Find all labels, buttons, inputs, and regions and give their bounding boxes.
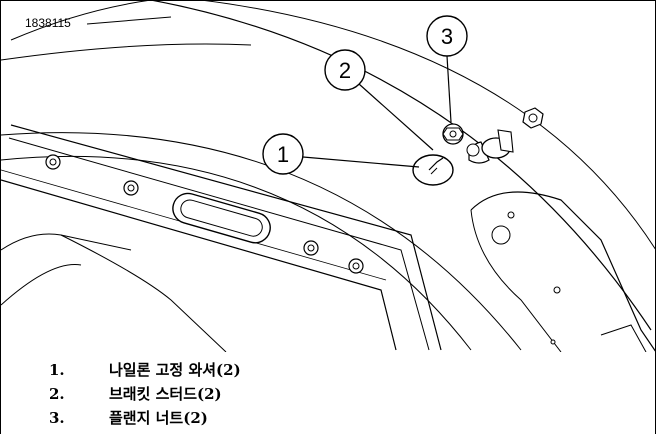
legend-item-text: 플랜지 너트(2) [109,409,208,427]
bracket-plate-edge [470,191,656,352]
legend-item-text: 브래킷 스터드(2) [109,385,222,403]
bracket-hole-small [550,339,556,345]
rail-hole [303,240,319,256]
legend-item-number: 2. [49,385,65,403]
lower-panel-edge-2 [60,234,227,352]
callout-2: 2 [324,49,434,151]
parts-legend: 1. 나일론 고정 와셔(2) 2. 브래킷 스터드(2) 3. 플랜지 너트(… [1,352,655,434]
bracket-hole-small [553,286,561,294]
rail-hole [348,258,364,274]
svg-text:1: 1 [277,142,289,167]
bracket-plate-edge-2 [470,209,562,352]
fender-inner-arc-2 [1,155,472,351]
bracket-stud [466,141,490,164]
rail-hole [45,154,61,170]
legend-item-number: 3. [49,409,65,427]
svg-text:3: 3 [441,24,453,49]
nylon-washer [412,154,454,186]
fender-inner-arc [1,132,522,351]
fig-id-leader-line [86,16,172,25]
fender-outer-arc [150,0,652,331]
svg-text:2: 2 [339,58,351,83]
rail-top-edge [10,124,442,351]
legend-item-text: 나일론 고정 와셔(2) [109,361,241,379]
flange-nut-far [522,107,544,129]
fender-outer-arc-2 [200,0,656,251]
rail-hole [123,180,139,196]
rail-slot [172,192,271,244]
legend-item-number: 1. [49,361,65,379]
technical-drawing: 1 2 3 [1,0,656,352]
bracket-stud-plate [481,129,514,159]
bracket-hole [491,225,511,245]
bracket-hole-small [507,211,515,219]
lower-panel-edge [1,233,132,251]
lower-panel-edge-3 [1,264,82,306]
frame-top-border [1,0,656,1]
fender-upper-edge-2 [10,0,152,41]
bracket-tab [600,324,647,352]
figure-id-label: 1838115 [25,16,71,30]
callout-3: 3 [426,15,468,123]
flange-nut [442,123,464,145]
rail-top-edge-2 [8,137,430,351]
callout-1: 1 [262,133,420,175]
fender-upper-edge [1,43,252,61]
rail-bottom-edge [1,179,397,351]
